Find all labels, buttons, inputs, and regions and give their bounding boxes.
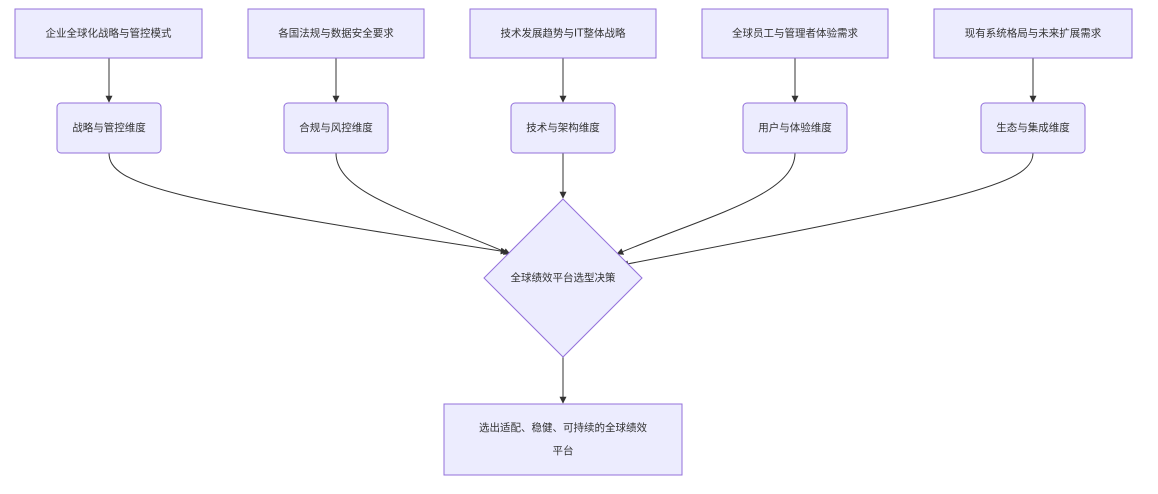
dimension-node-3-label: 技术与架构维度 xyxy=(526,121,600,134)
top-node-5: 现有系统格局与未来扩展需求 xyxy=(933,8,1133,59)
outcome-node: 选出适配、稳健、可持续的全球绩效 平台 xyxy=(443,403,683,476)
top-node-1-label: 企业全球化战略与管控模式 xyxy=(46,27,172,40)
dimension-node-5: 生态与集成维度 xyxy=(980,102,1086,154)
dimension-node-2-label: 合规与风控维度 xyxy=(299,121,373,134)
dimension-node-1: 战略与管控维度 xyxy=(56,102,162,154)
top-node-4-label: 全球员工与管理者体验需求 xyxy=(732,27,858,40)
dimension-node-2: 合规与风控维度 xyxy=(283,102,389,154)
top-node-1: 企业全球化战略与管控模式 xyxy=(14,8,203,59)
outcome-node-label-line1: 选出适配、稳健、可持续的全球绩效 xyxy=(479,421,647,434)
edge-dim4-decision xyxy=(616,152,796,255)
dimension-node-4-label: 用户与体验维度 xyxy=(758,121,832,134)
dimension-node-4: 用户与体验维度 xyxy=(742,102,848,154)
top-node-3-label: 技术发展趋势与IT整体战略 xyxy=(500,27,626,40)
top-node-3: 技术发展趋势与IT整体战略 xyxy=(469,8,657,59)
edge-dim5-decision xyxy=(621,152,1034,268)
edge-dim1-decision xyxy=(108,152,508,255)
edge-dim2-decision xyxy=(335,152,511,255)
top-node-5-label: 现有系统格局与未来扩展需求 xyxy=(965,27,1102,40)
dimension-node-1-label: 战略与管控维度 xyxy=(72,121,146,134)
top-node-2-label: 各国法规与数据安全要求 xyxy=(278,27,394,40)
top-node-2: 各国法规与数据安全要求 xyxy=(247,8,425,59)
decision-node: 全球绩效平台选型决策 xyxy=(483,198,643,358)
top-node-4: 全球员工与管理者体验需求 xyxy=(701,8,889,59)
dimension-node-3: 技术与架构维度 xyxy=(510,102,616,154)
dimension-node-5-label: 生态与集成维度 xyxy=(996,121,1070,134)
decision-node-label: 全球绩效平台选型决策 xyxy=(511,271,616,284)
outcome-node-label-line2: 平台 xyxy=(553,444,574,457)
